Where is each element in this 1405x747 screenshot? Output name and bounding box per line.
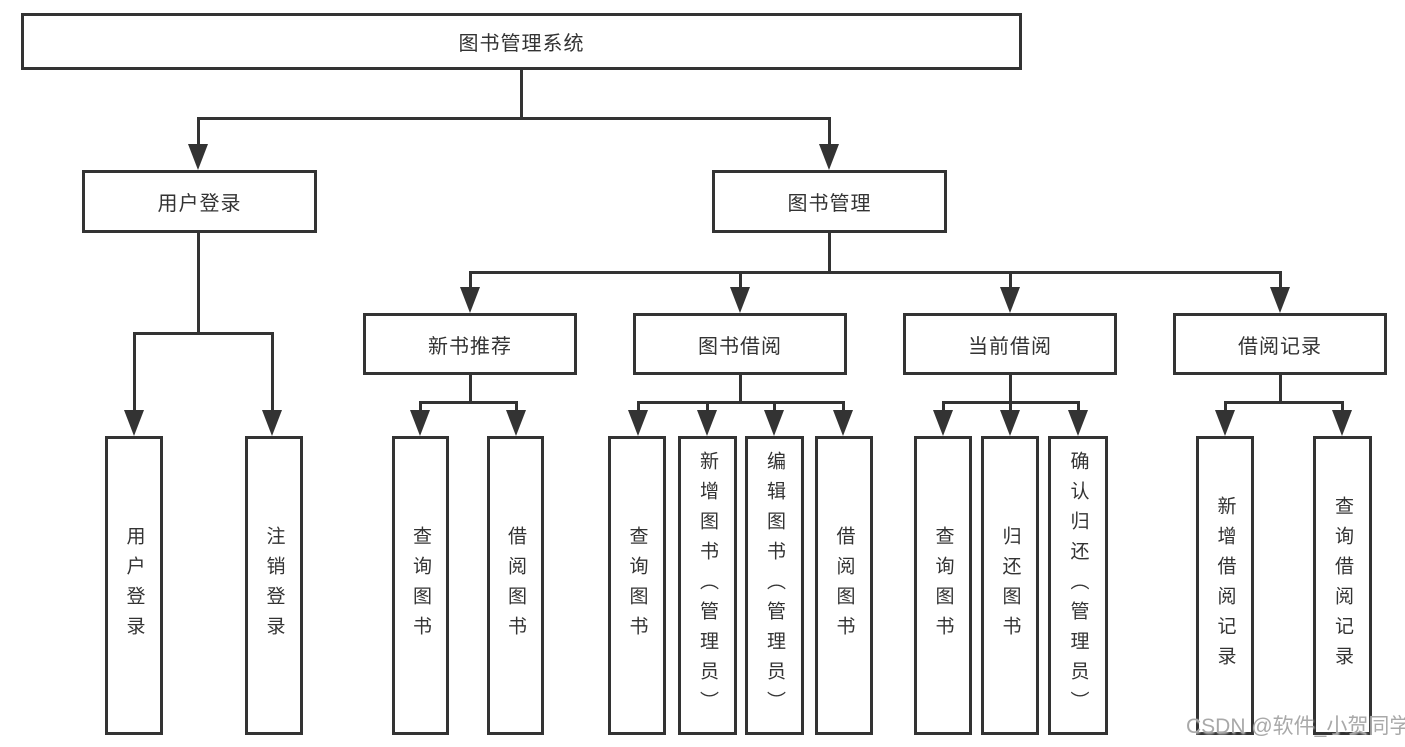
connector-shaft — [1009, 271, 1012, 288]
connector-stem — [1009, 375, 1012, 404]
connector-shaft — [1009, 401, 1012, 411]
leaf-label: 查询图书 — [410, 525, 431, 646]
node-book-management: 图书管理 — [712, 170, 947, 233]
connector-stem — [1279, 375, 1282, 404]
node-library-management-system: 图书管理系统 — [21, 13, 1022, 70]
node-borrow-records: 借阅记录 — [1173, 313, 1387, 375]
connector-shaft — [637, 401, 640, 411]
leaf-edit-books-admin: 编辑图书（管理员） — [745, 436, 804, 735]
leaf-confirm-return-admin: 确认归还（管理员） — [1048, 436, 1108, 735]
arrow-down-icon — [460, 287, 480, 313]
connector-branch — [419, 401, 518, 404]
leaf-query-books: 查询图书 — [608, 436, 666, 735]
leaf-label: 查询图书 — [932, 525, 954, 646]
connector-shaft — [1279, 271, 1282, 288]
node-current-borrow: 当前借阅 — [903, 313, 1117, 375]
leaf-add-borrow-record: 新增借阅记录 — [1196, 436, 1254, 735]
arrow-down-icon — [1000, 410, 1020, 436]
node-new-book-recommend: 新书推荐 — [363, 313, 577, 375]
connector-level2-branch — [469, 271, 1282, 274]
arrow-down-icon — [124, 410, 144, 436]
leaf-borrow-books: 借阅图书 — [815, 436, 873, 735]
leaf-label: 确认归还（管理员） — [1067, 450, 1089, 721]
connector-shaft — [739, 271, 742, 288]
connector-book-mgmt-stem — [828, 233, 831, 274]
connector-shaft — [842, 401, 845, 411]
leaf-label: 借阅图书 — [833, 525, 855, 646]
connector-shaft — [197, 117, 200, 146]
node-label: 图书借阅 — [698, 335, 782, 358]
leaf-label: 注销登录 — [263, 525, 285, 646]
leaf-label: 新增借阅记录 — [1214, 495, 1236, 676]
arrow-down-icon — [410, 410, 430, 436]
node-label: 图书管理 — [787, 193, 872, 215]
leaf-query-books: 查询图书 — [392, 436, 449, 735]
leaf-user-login: 用户登录 — [105, 436, 163, 735]
arrow-down-icon — [628, 410, 648, 436]
arrow-down-icon — [764, 410, 784, 436]
leaf-return-books: 归还图书 — [981, 436, 1039, 735]
leaf-logout: 注销登录 — [245, 436, 303, 735]
connector-shaft — [515, 401, 518, 411]
arrow-down-icon — [1215, 410, 1235, 436]
node-user-login: 用户登录 — [82, 170, 317, 233]
arrow-down-icon — [1068, 410, 1088, 436]
node-book-borrow: 图书借阅 — [633, 313, 847, 375]
csdn-watermark: CSDN @软件_小贺同学 — [1186, 715, 1405, 738]
arrow-down-icon — [933, 410, 953, 436]
connector-root-stem — [520, 70, 523, 118]
leaf-query-borrow-record: 查询借阅记录 — [1313, 436, 1372, 735]
arrow-down-icon — [819, 144, 839, 170]
connector-shaft — [828, 117, 831, 146]
connector-shaft — [469, 271, 472, 288]
connector-user-login-branch — [133, 332, 274, 335]
leaf-label: 用户登录 — [123, 525, 145, 646]
connector-shaft — [706, 401, 709, 411]
connector-shaft — [271, 332, 274, 411]
node-label: 借阅记录 — [1238, 335, 1322, 358]
connector-stem — [469, 375, 472, 404]
connector-shaft — [1077, 401, 1080, 411]
connector-shaft — [942, 401, 945, 411]
arrow-down-icon — [1270, 287, 1290, 313]
node-label: 用户登录 — [157, 193, 242, 215]
leaf-add-books-admin: 新增图书（管理员） — [678, 436, 737, 735]
arrow-down-icon — [188, 144, 208, 170]
leaf-label: 归还图书 — [999, 525, 1021, 646]
arrow-down-icon — [1332, 410, 1352, 436]
connector-shaft — [133, 332, 136, 411]
arrow-down-icon — [833, 410, 853, 436]
connector-branch — [1224, 401, 1343, 404]
connector-branch — [637, 401, 844, 404]
leaf-query-books: 查询图书 — [914, 436, 972, 735]
leaf-label: 编辑图书（管理员） — [764, 450, 785, 721]
leaf-label: 新增图书（管理员） — [697, 450, 718, 721]
connector-shaft — [773, 401, 776, 411]
arrow-down-icon — [730, 287, 750, 313]
arrow-down-icon — [697, 410, 717, 436]
node-label: 新书推荐 — [428, 335, 512, 358]
node-label: 当前借阅 — [968, 335, 1052, 358]
connector-user-login-stem — [197, 233, 200, 334]
connector-stem — [739, 375, 742, 404]
connector-level1-branch — [197, 117, 831, 120]
connector-shaft — [1224, 401, 1227, 411]
arrow-down-icon — [262, 410, 282, 436]
connector-shaft — [419, 401, 422, 411]
arrow-down-icon — [1000, 287, 1020, 313]
connector-shaft — [1341, 401, 1344, 411]
leaf-label: 查询图书 — [626, 525, 648, 646]
leaf-borrow-books: 借阅图书 — [487, 436, 544, 735]
arrow-down-icon — [506, 410, 526, 436]
node-label: 图书管理系统 — [458, 33, 585, 55]
leaf-label: 借阅图书 — [505, 525, 526, 646]
leaf-label: 查询借阅记录 — [1332, 495, 1353, 676]
